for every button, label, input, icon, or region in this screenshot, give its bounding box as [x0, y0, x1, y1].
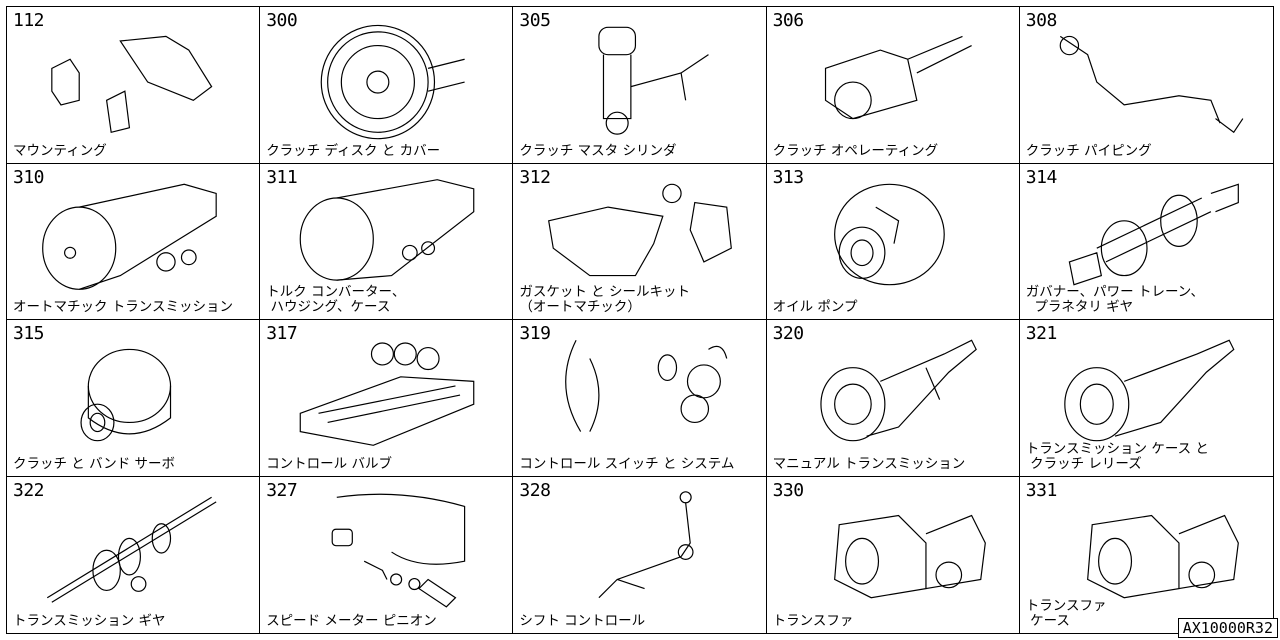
category-code: 112 — [13, 10, 45, 31]
category-cell-328[interactable]: 328 シフト コントロール — [513, 476, 767, 633]
category-label: クラッチ マスタ シリンダ — [519, 142, 677, 159]
category-cell-331[interactable]: 331 トランスファ ケース — [1020, 477, 1273, 634]
category-code: 312 — [519, 166, 551, 188]
control-switch-icon — [535, 328, 745, 453]
category-code: 306 — [772, 10, 805, 31]
category-label: オイル ポンプ — [772, 299, 858, 315]
governor-planetary-gear-icon — [1042, 172, 1252, 297]
category-cell-311[interactable]: 311 トルク コンバーター、 ハウジング、ケース — [260, 163, 514, 320]
category-cell-327[interactable]: 327 スピード メーター ピニオン — [260, 476, 514, 633]
category-code: 311 — [266, 166, 298, 188]
oil-pump-icon — [789, 172, 999, 297]
category-code: 319 — [519, 323, 551, 344]
gasket-seal-kit-icon — [535, 172, 745, 297]
parts-category-grid: 112 マウンティング 300 クラッチ ディスク と カバー 305 クラッチ マスタ … — [6, 6, 1274, 634]
category-label: マウンティング — [13, 142, 107, 159]
category-label: オートマチック トランスミッション — [13, 299, 234, 315]
category-code: 330 — [772, 479, 805, 501]
category-code: 308 — [1025, 10, 1058, 31]
category-label: トランスミッション ギヤ — [13, 613, 166, 629]
transfer-icon — [789, 485, 999, 610]
category-label: マニュアル トランスミッション — [772, 455, 966, 472]
category-code: 317 — [266, 323, 298, 344]
automatic-transmission-icon — [29, 172, 239, 297]
category-cell-314[interactable]: 314 ガバナー、パワー トレーン、 プラネタリ ギヤ — [1019, 164, 1273, 320]
category-label: クラッチ ディスク と カバー — [266, 142, 441, 159]
category-cell-306[interactable]: 306 クラッチ オペレーティング — [766, 7, 1020, 164]
category-code: 300 — [266, 10, 298, 31]
category-label: ガスケット と シールキット （オートマチック） — [519, 284, 690, 315]
category-cell-310[interactable]: 310 オートマチック トランスミッション — [7, 163, 261, 320]
category-label: トランスファ ケース — [1025, 598, 1107, 629]
category-code: 328 — [519, 479, 551, 501]
torque-converter-icon — [282, 172, 492, 297]
category-cell-315[interactable]: 315 クラッチ と バンド サーボ — [7, 320, 261, 477]
transfer-case-icon — [1042, 485, 1252, 610]
category-label: コントロール バルブ — [266, 455, 392, 472]
category-code: 313 — [772, 166, 805, 188]
mounting-icon — [29, 15, 239, 140]
category-label: ガバナー、パワー トレーン、 プラネタリ ギヤ — [1025, 284, 1204, 315]
category-label: クラッチ パイピング — [1025, 142, 1152, 159]
category-code: 310 — [13, 166, 45, 188]
category-label: トランスミッション ケース と クラッチ レリーズ — [1025, 440, 1209, 472]
category-code: 315 — [13, 323, 45, 344]
category-cell-322[interactable]: 322 トランスミッション ギヤ — [7, 476, 261, 633]
category-code: 305 — [519, 10, 551, 31]
transmission-gear-icon — [29, 485, 239, 610]
clutch-band-servo-icon — [29, 328, 239, 453]
category-code: 321 — [1025, 323, 1058, 344]
control-valve-icon — [282, 328, 492, 453]
clutch-disc-icon — [282, 15, 492, 140]
category-label: トランスファ — [772, 613, 854, 629]
category-label: トルク コンバーター、 ハウジング、ケース — [266, 284, 406, 315]
diagram-reference-code: AX10000R32 — [1177, 618, 1278, 638]
category-cell-317[interactable]: 317 コントロール バルブ — [260, 320, 514, 477]
clutch-piping-icon — [1042, 15, 1252, 140]
category-cell-312[interactable]: 312 ガスケット と シールキット （オートマチック） — [513, 163, 767, 320]
category-label: コントロール スイッチ と システム — [519, 455, 735, 472]
category-cell-330[interactable]: 330 トランスファ — [767, 476, 1020, 633]
category-label: スピード メーター ピニオン — [266, 613, 437, 629]
category-code: 320 — [772, 323, 805, 344]
category-cell-308[interactable]: 308 クラッチ パイピング — [1019, 7, 1273, 164]
category-cell-112[interactable]: 112 マウンティング — [7, 7, 261, 164]
category-label: クラッチ と バンド サーボ — [13, 455, 176, 472]
transmission-case-icon — [1042, 328, 1252, 453]
shift-control-icon — [535, 485, 745, 610]
category-label: クラッチ オペレーティング — [772, 142, 939, 159]
speedometer-pinion-icon — [282, 485, 492, 610]
manual-transmission-icon — [789, 328, 999, 453]
category-code: 331 — [1025, 479, 1058, 501]
category-cell-321[interactable]: 321 トランスミッション ケース と クラッチ レリーズ — [1019, 320, 1273, 477]
category-code: 314 — [1025, 166, 1058, 188]
category-cell-320[interactable]: 320 マニュアル トランスミッション — [766, 320, 1020, 477]
category-cell-319[interactable]: 319 コントロール スイッチ と システム — [513, 320, 767, 477]
category-code: 327 — [266, 479, 298, 501]
category-code: 322 — [13, 479, 45, 501]
category-label: シフト コントロール — [519, 613, 646, 629]
category-cell-300[interactable]: 300 クラッチ ディスク と カバー — [260, 7, 514, 164]
category-cell-305[interactable]: 305 クラッチ マスタ シリンダ — [513, 7, 767, 164]
operating-cylinder-icon — [789, 15, 999, 140]
master-cylinder-icon — [535, 15, 745, 140]
category-cell-313[interactable]: 313 オイル ポンプ — [766, 163, 1020, 320]
